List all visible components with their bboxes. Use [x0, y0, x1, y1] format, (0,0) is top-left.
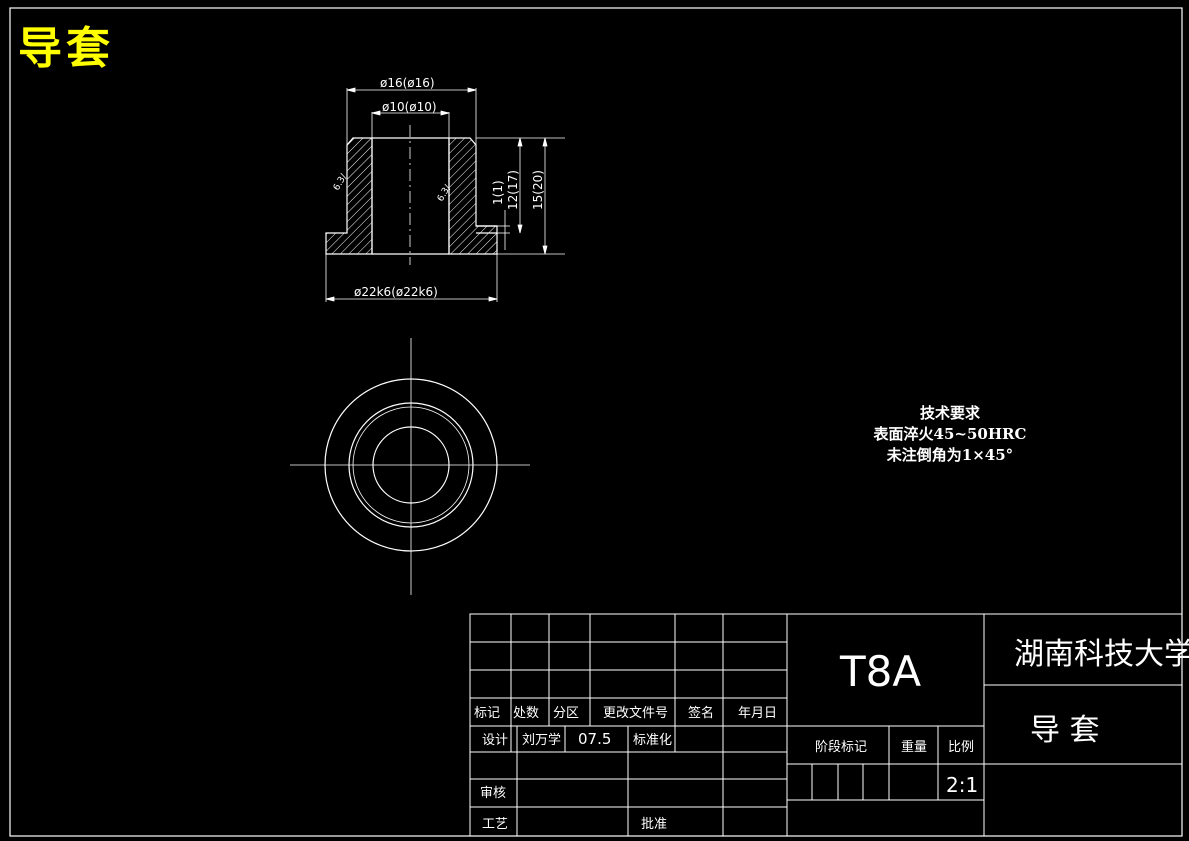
standardize-label: 标准化 [633, 733, 672, 748]
part-title: 导套 [18, 23, 114, 74]
dim-d10: ø10(ø10) [382, 100, 437, 114]
university-name: 湖南科技大学 [1014, 637, 1189, 672]
title-block-labels: 标记 处数 分区 更改文件号 签名 年月日 设计 刘万学 07.5 标准化 审核… [474, 637, 1189, 832]
stage-mark-label: 阶段标记 [815, 740, 867, 755]
end-view [290, 338, 530, 595]
col-count: 处数 [513, 706, 539, 721]
dim-h1: 1(1) [491, 180, 505, 205]
approve-label: 批准 [641, 817, 667, 832]
col-date: 年月日 [738, 706, 777, 721]
review-label: 审核 [480, 786, 506, 801]
col-signature: 签名 [688, 705, 714, 721]
tech-heading: 技术要求 [919, 404, 980, 422]
left-wall-section [325, 137, 373, 255]
designer-name: 刘万学 [522, 732, 561, 748]
weight-label: 重量 [901, 739, 927, 755]
dim-h15: 15(20) [531, 170, 545, 210]
col-zone: 分区 [553, 706, 579, 721]
title-block [469, 613, 1183, 837]
design-date: 07.5 [578, 730, 611, 748]
process-label: 工艺 [482, 817, 508, 832]
dim-h12: 12(17) [506, 170, 520, 210]
tech-requirements: 技术要求 表面淬火45~50HRC 未注倒角为1×45° [860, 403, 1040, 466]
drawing-name: 导 套 [1030, 713, 1100, 748]
tech-line-2: 未注倒角为1×45° [886, 446, 1014, 464]
tech-line-1: 表面淬火45~50HRC [873, 425, 1027, 443]
dim-d22: ø22k6(ø22k6) [354, 285, 438, 299]
material-text: T8A [839, 647, 921, 696]
front-section-view [325, 125, 498, 265]
col-mark: 标记 [474, 706, 500, 721]
dim-d16: ø16(ø16) [380, 76, 435, 90]
design-label: 设计 [482, 733, 508, 748]
scale-value: 2:1 [946, 773, 978, 797]
col-change-doc: 更改文件号 [603, 706, 668, 721]
scale-label: 比例 [948, 740, 974, 755]
front-dimensions [325, 87, 565, 302]
right-wall-section [448, 137, 498, 255]
